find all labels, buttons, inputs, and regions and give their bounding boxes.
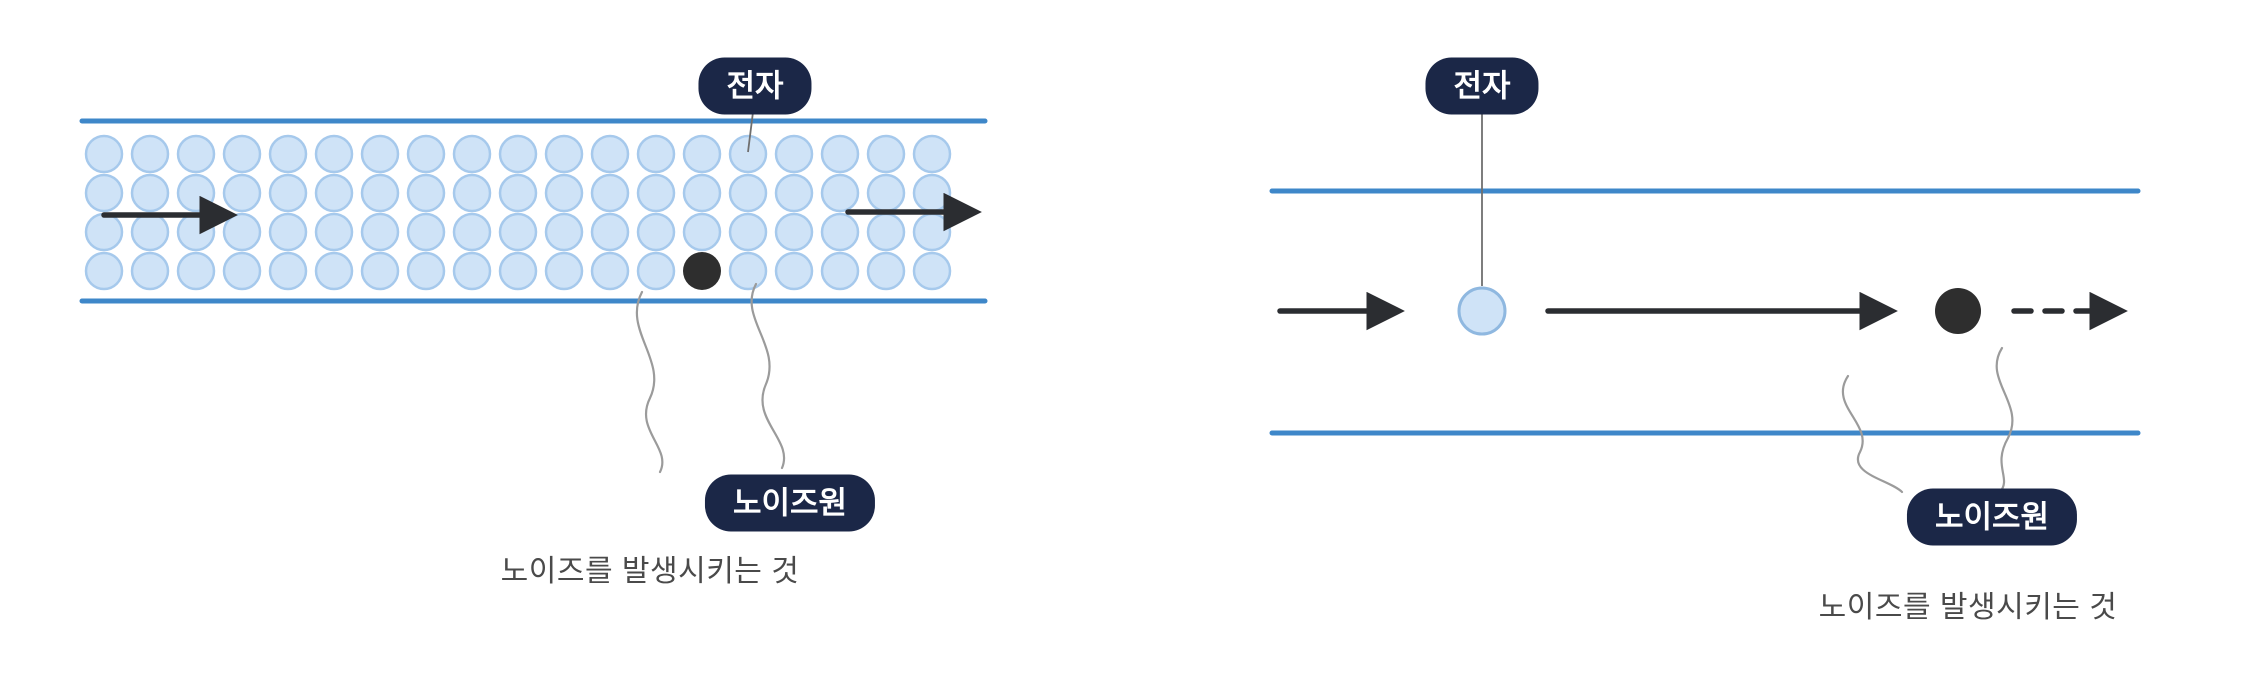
electron-circle [498,134,538,174]
electron-circle [866,173,906,213]
electron-circle [682,212,722,252]
electron-circle [360,173,400,213]
electron-circle [406,173,446,213]
electron-badge-left: 전자 [698,57,812,115]
noise-badge-left: 노이즈원 [704,474,876,532]
electron-circle [314,134,354,174]
electron-circle [406,251,446,291]
caption-right: 노이즈를 발생시키는 것 [1818,591,2118,624]
electron-circle [728,173,768,213]
electron-circle [84,173,124,213]
electron-circle [360,251,400,291]
electron-circle [820,212,860,252]
electron-circle [268,251,308,291]
electron-circle [636,173,676,213]
electron-circle [498,251,538,291]
electron-circle [406,134,446,174]
electron-circle [820,173,860,213]
left-panel-graphics [79,111,988,474]
electron-circle [912,173,952,213]
electron-circle [544,134,584,174]
electron-circle [222,251,262,291]
electron-circle [728,134,768,174]
electron-circle [130,173,170,213]
electron-circle [774,134,814,174]
electron-circle [590,212,630,252]
electron-circle [820,251,860,291]
electron-circle [268,173,308,213]
electron-circle [84,134,124,174]
electron-circle [222,212,262,252]
electron-circle [268,212,308,252]
electron-circle [866,212,906,252]
electron-circle [590,251,630,291]
right-noise-squiggle-2 [1995,346,2014,494]
electron-circle [912,251,952,291]
electron-circle [176,173,216,213]
electron-circle [452,212,492,252]
electron-circle [636,212,676,252]
left-noise-squiggle-1 [635,290,664,474]
electron-circle [452,134,492,174]
right-noise-squiggle-1 [1841,374,1904,494]
electron-circle [222,134,262,174]
electron-circle [590,134,630,174]
electron-circle [820,134,860,174]
electron-circle [866,134,906,174]
electron-circle [774,212,814,252]
electron-circle [84,251,124,291]
right-panel-graphics [1269,112,2141,494]
electron-circle [774,173,814,213]
electron-grid [84,134,952,291]
electron-circle [544,173,584,213]
electron-circle [728,251,768,291]
electron-circle [498,212,538,252]
electron-circle [452,173,492,213]
electron-circle [866,251,906,291]
electron-circle [406,212,446,252]
electron-circle [314,251,354,291]
electron-circle [84,212,124,252]
noise-badge-right: 노이즈원 [1906,488,2078,546]
electron-circle [912,134,952,174]
noise-source-dot-right [1935,288,1981,334]
electron-circle [176,134,216,174]
noise-source-dot-left [683,252,721,290]
electron-circle [130,212,170,252]
electron-dot-right [1457,286,1507,336]
electron-circle [360,212,400,252]
left-noise-squiggle-2 [750,282,786,470]
electron-circle [636,134,676,174]
electron-circle [314,173,354,213]
caption-left: 노이즈를 발생시키는 것 [500,555,800,588]
electron-circle [452,251,492,291]
electron-circle [268,134,308,174]
electron-circle [360,134,400,174]
electron-circle [498,173,538,213]
electron-circle [176,251,216,291]
electron-circle [774,251,814,291]
electron-circle [130,251,170,291]
electron-circle [682,134,722,174]
electron-circle [682,173,722,213]
electron-circle [222,173,262,213]
electron-circle [590,173,630,213]
electron-circle [636,251,676,291]
electron-circle [130,134,170,174]
electron-circle [728,212,768,252]
electron-circle [912,212,952,252]
electron-circle [314,212,354,252]
electron-circle [544,212,584,252]
left-electron-connector-line [747,111,754,153]
electron-badge-right: 전자 [1425,57,1539,115]
electron-circle [176,212,216,252]
electron-circle [544,251,584,291]
